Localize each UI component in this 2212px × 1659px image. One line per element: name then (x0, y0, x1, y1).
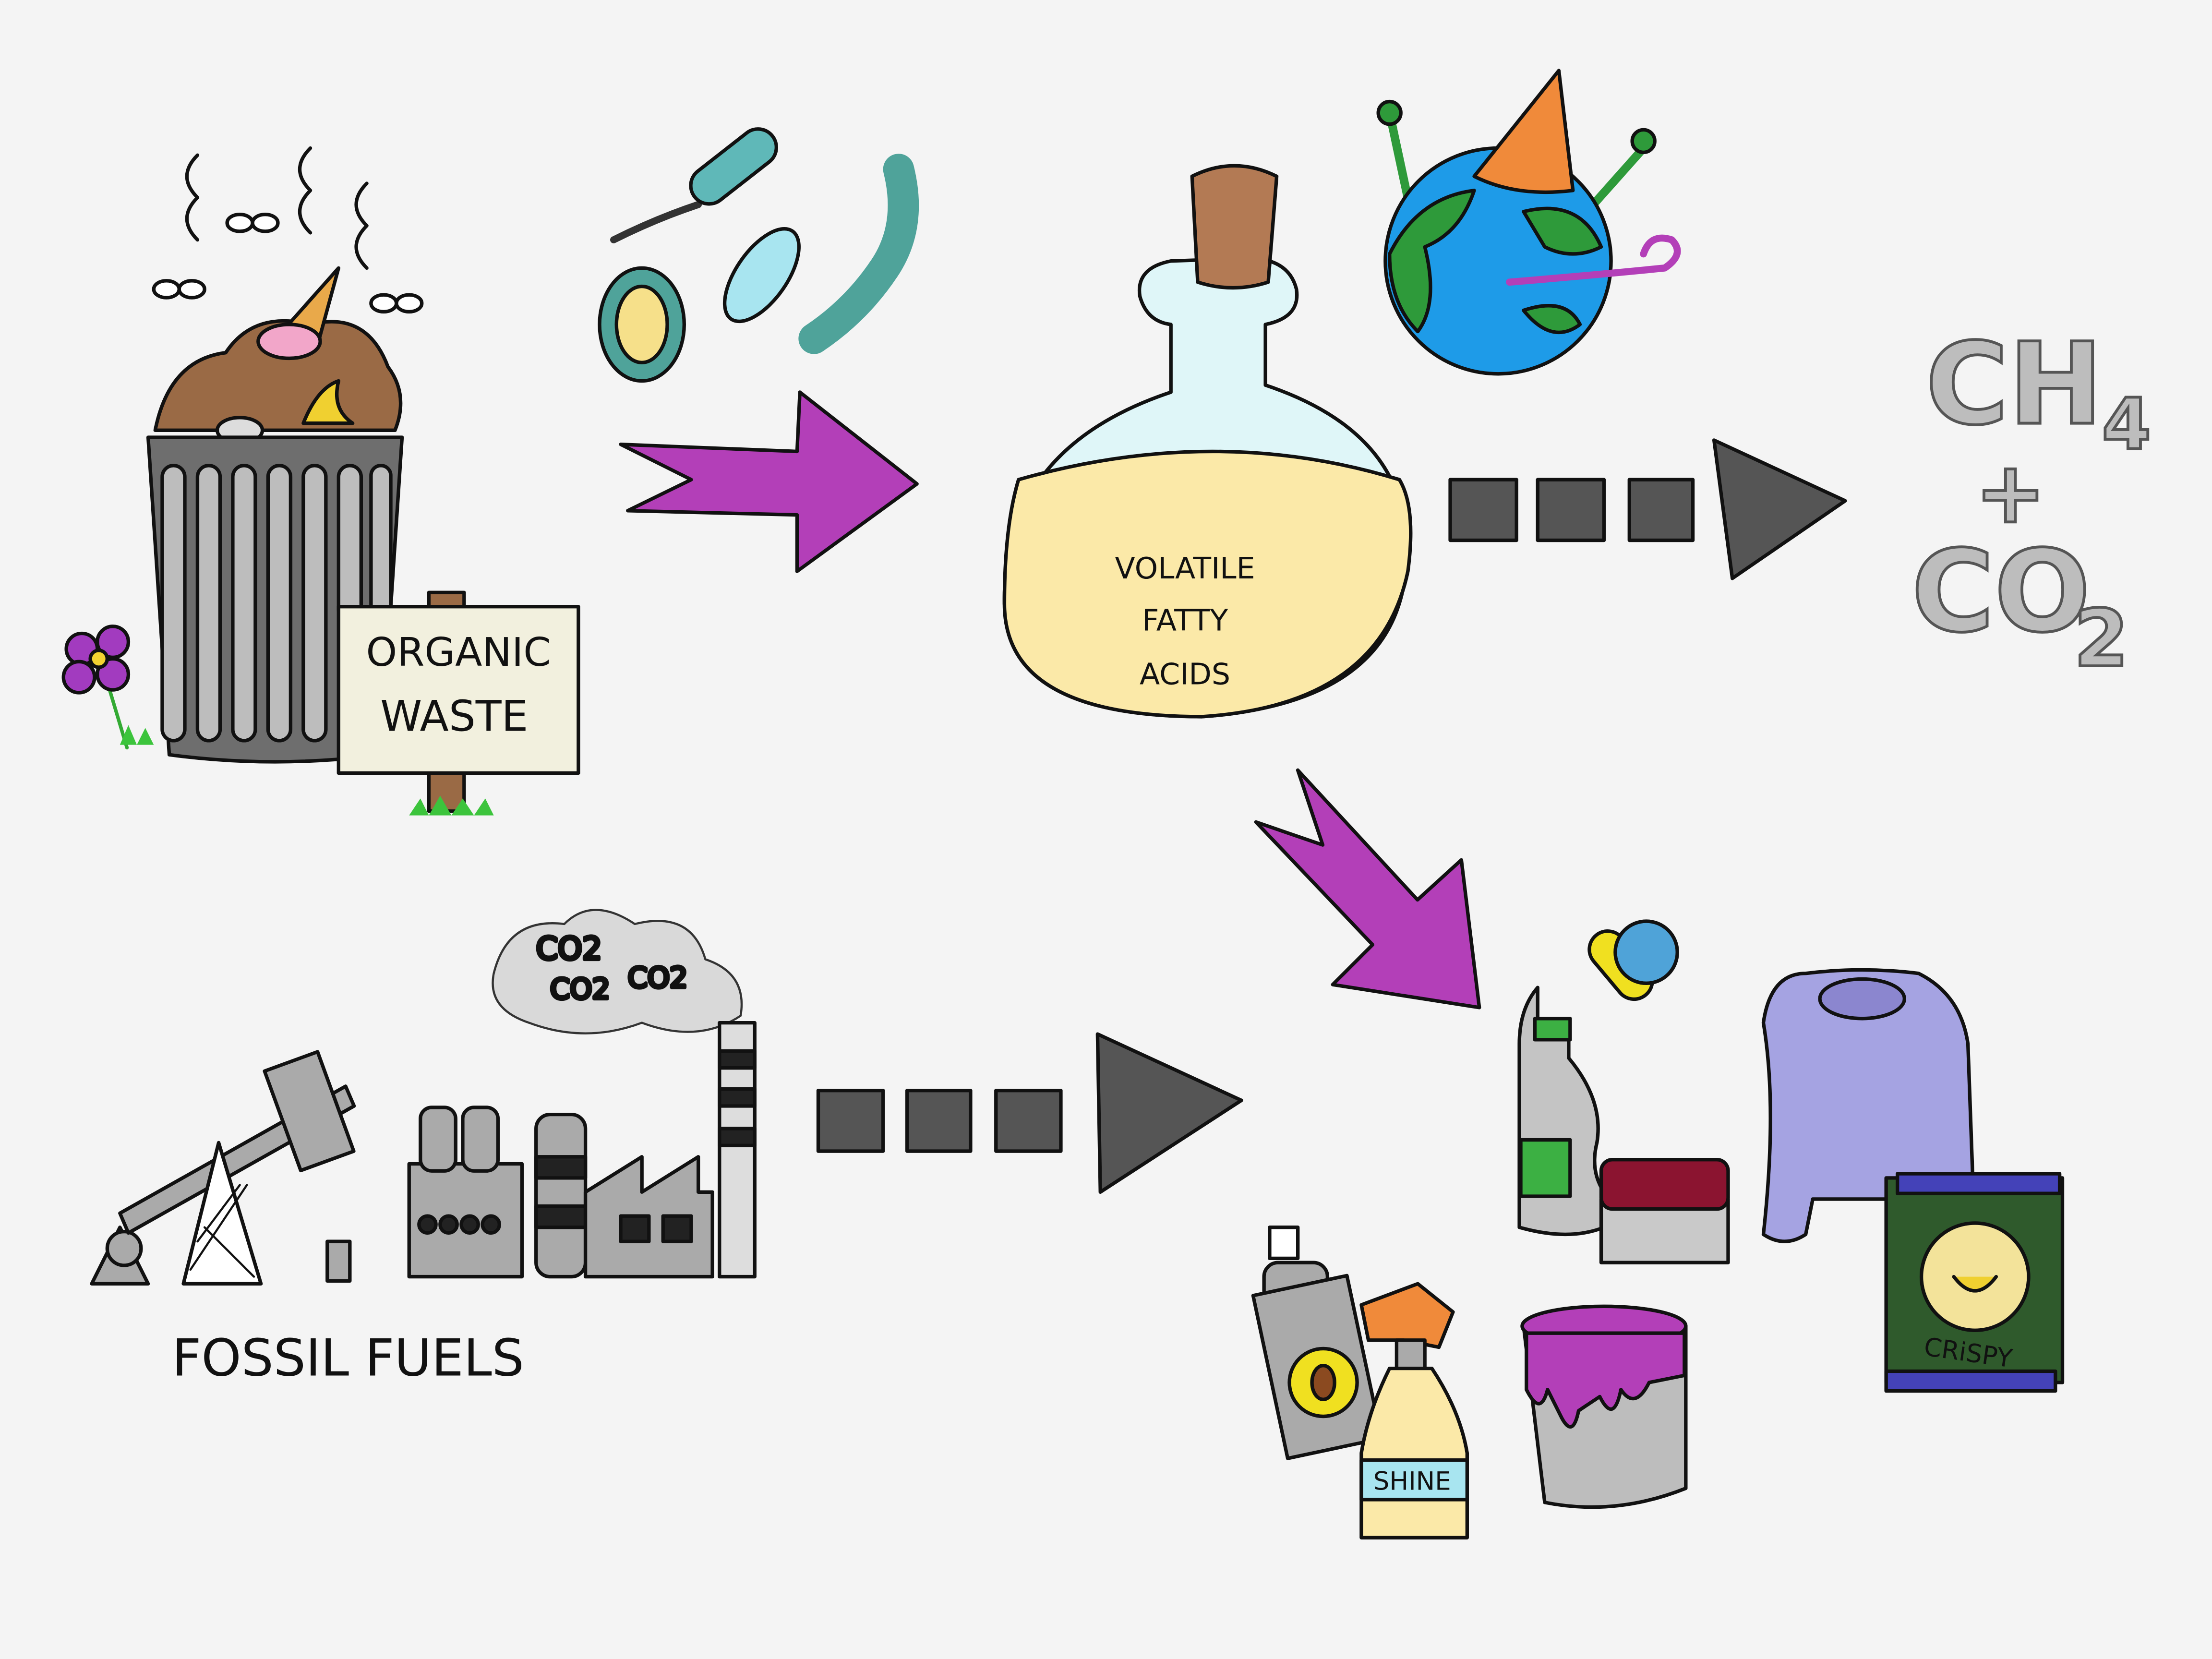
paint-can-icon (1520, 1304, 1688, 1509)
bacterium-chain-icon (798, 154, 919, 354)
party-hat-icon (1472, 69, 1575, 194)
oil-pump-jack-icon (90, 1050, 356, 1286)
fossil-fuels-label: FOSSIL FUELS (172, 1328, 524, 1387)
flask-label-volatile: VOLATILE (1115, 551, 1255, 586)
organic-waste-bin: ORGANIC WASTE (61, 146, 580, 816)
gas-products-ch4-co2: CH 4 + CO 2 (1910, 318, 2152, 686)
ch4-label: CH (1925, 319, 2103, 450)
dashed-arrow-to-products (816, 1032, 1243, 1194)
banana-peel-icon (301, 379, 355, 425)
factory-icon (407, 1021, 757, 1279)
party-earth-icon (1376, 69, 1681, 376)
flask-label-acids: ACIDS (1140, 657, 1230, 691)
recycle-label-icon (1519, 1138, 1572, 1198)
flask-label-fatty: FATTY (1142, 603, 1228, 638)
party-blower-icon (1506, 234, 1681, 286)
bacterium-flagellated-icon (610, 201, 702, 243)
purple-arrow-right (619, 390, 919, 573)
smoke-cloud: CO2 CO2 CO2 (492, 909, 743, 1034)
chips-bag-icon: CRiSPY (1884, 1172, 2065, 1393)
pills-icon (1587, 919, 1679, 1001)
flies-icon (152, 213, 424, 314)
trash-can-stripes (160, 464, 393, 743)
smoke-co2-1: CO2 (536, 931, 602, 967)
bacteria-group (598, 127, 919, 383)
ch4-subscript: 4 (2102, 384, 2151, 466)
plus-sign: + (1975, 443, 2046, 542)
amoeba-nucleus (614, 284, 669, 364)
sign-line-organic: ORGANIC (366, 630, 551, 675)
cleaning-spray-bottle-icon: SHINE (1359, 1282, 1469, 1539)
co2-subscript: 2 (2074, 592, 2129, 685)
co2-label: CO (1911, 527, 2090, 658)
dashed-arrow-to-gases (1448, 438, 1847, 580)
flask-liquid (1002, 449, 1413, 719)
chemical-products: CRiSPY SHINE (1251, 919, 2065, 1539)
fossil-fuels-industry: CO2 CO2 CO2 FOSSIL FUELS (90, 909, 757, 1387)
purple-arrow-down-right (1254, 768, 1481, 1010)
flask-volatile-fatty-acids: VOLATILE FATTY ACIDS (1002, 164, 1413, 719)
stink-lines-icon (185, 146, 369, 270)
flask-cork (1190, 164, 1279, 290)
bacterium-ciliated-icon (722, 227, 801, 324)
cream-jar-icon (1599, 1158, 1730, 1264)
smoke-co2-2: CO2 (550, 973, 610, 1006)
earth-land (1388, 189, 1603, 335)
sign-line-waste: WASTE (380, 691, 528, 741)
smoke-co2-3: CO2 (628, 961, 688, 994)
flower-icon (61, 625, 131, 750)
insecticide-spray-can-icon (1251, 1226, 1383, 1460)
ice-cream-scoop (256, 323, 322, 361)
bottle-cap (1533, 1017, 1572, 1042)
organic-waste-sign (337, 605, 580, 775)
bacterium-rod-icon (689, 127, 778, 206)
spray-bottle-label: SHINE (1373, 1467, 1451, 1496)
